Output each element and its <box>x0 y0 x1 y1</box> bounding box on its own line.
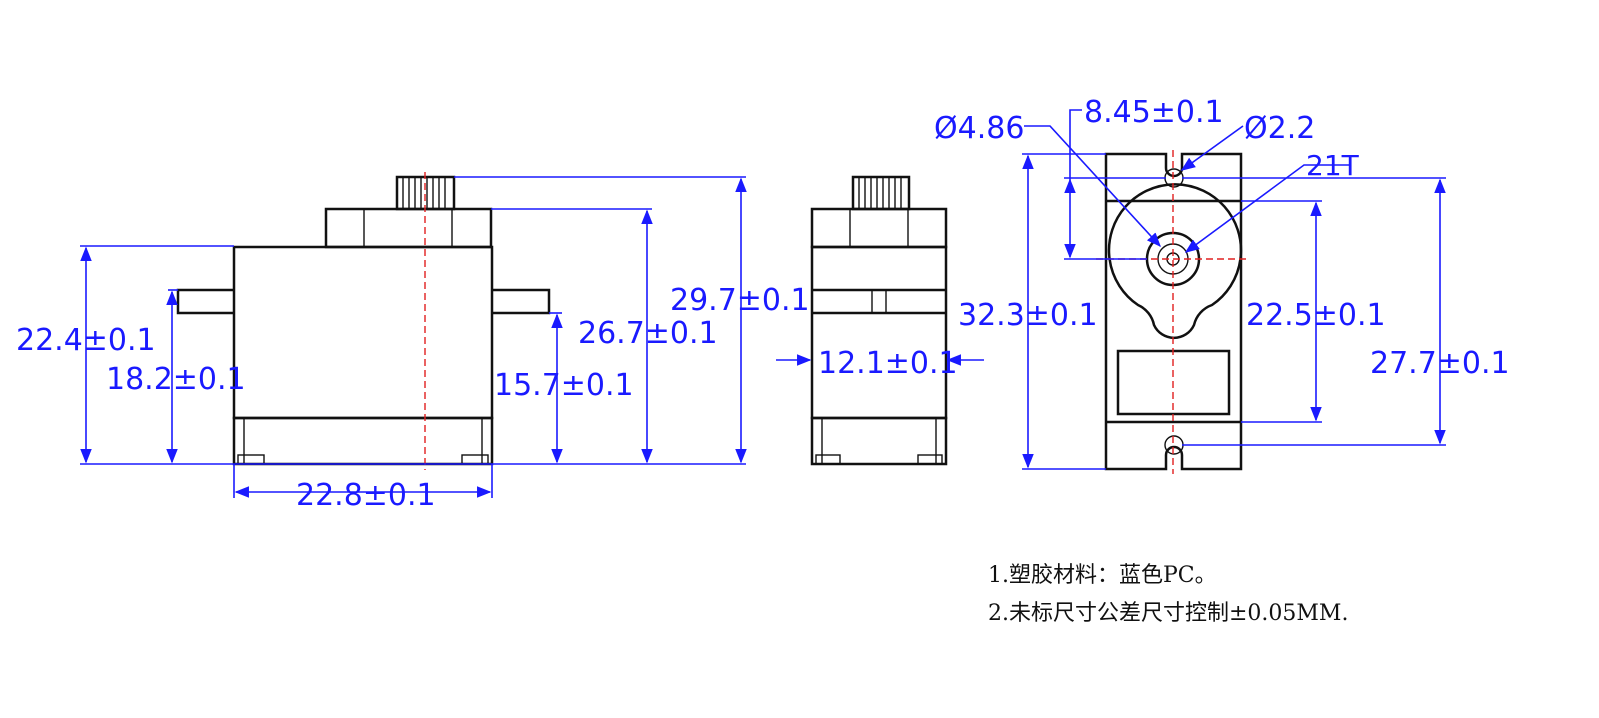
side-main-body <box>810 245 948 420</box>
front-lower-case <box>232 416 494 466</box>
dim-front-height-total: 22.4±0.1 <box>16 323 156 358</box>
side-spline <box>851 175 911 211</box>
note-tolerance: 2.未标尺寸公差尺寸控制±0.05MM. <box>988 601 1348 626</box>
dim-top-hole-spacing: 27.7±0.1 <box>1370 346 1510 381</box>
dim-top-shaft-offset: 8.45±0.1 <box>1084 95 1224 130</box>
front-top-cap <box>324 207 493 249</box>
front-main-body <box>232 245 494 420</box>
dim-top-spline-teeth: 21T <box>1306 149 1360 182</box>
top-mount-hole-lower <box>1164 435 1184 455</box>
dim-top-hole-diameter: Ø2.2 <box>1244 111 1315 146</box>
note-material: 1.塑胶材料：蓝色PC。 <box>988 563 1217 588</box>
front-view: 22.4±0.1 18.2±0.1 15.7±0.1 26.7±0.1 29.7… <box>16 172 810 513</box>
front-flange <box>176 288 551 315</box>
top-gear-housing <box>1107 183 1243 340</box>
dim-front-width: 22.8±0.1 <box>296 478 436 513</box>
dim-front-top-height: 26.7±0.1 <box>578 316 718 351</box>
top-view: 32.3±0.1 22.5±0.1 27.7±0.1 8.45±0.1 Ø4.8… <box>934 95 1510 474</box>
dim-front-flange-to-base: 15.7±0.1 <box>494 368 634 403</box>
dim-top-spline-diameter: Ø4.86 <box>934 111 1024 146</box>
dim-side-width: 12.1±0.1 <box>818 346 958 381</box>
notes: 1.塑胶材料：蓝色PC。 2.未标尺寸公差尺寸控制±0.05MM. <box>988 563 1348 626</box>
dim-front-height-flange: 18.2±0.1 <box>106 362 246 397</box>
front-spline <box>395 175 456 211</box>
dim-front-overall-height: 29.7±0.1 <box>670 283 810 318</box>
side-view: 12.1±0.1 <box>776 175 984 466</box>
dim-top-body-length: 22.5±0.1 <box>1246 298 1386 333</box>
dim-top-overall-length: 32.3±0.1 <box>958 298 1098 333</box>
